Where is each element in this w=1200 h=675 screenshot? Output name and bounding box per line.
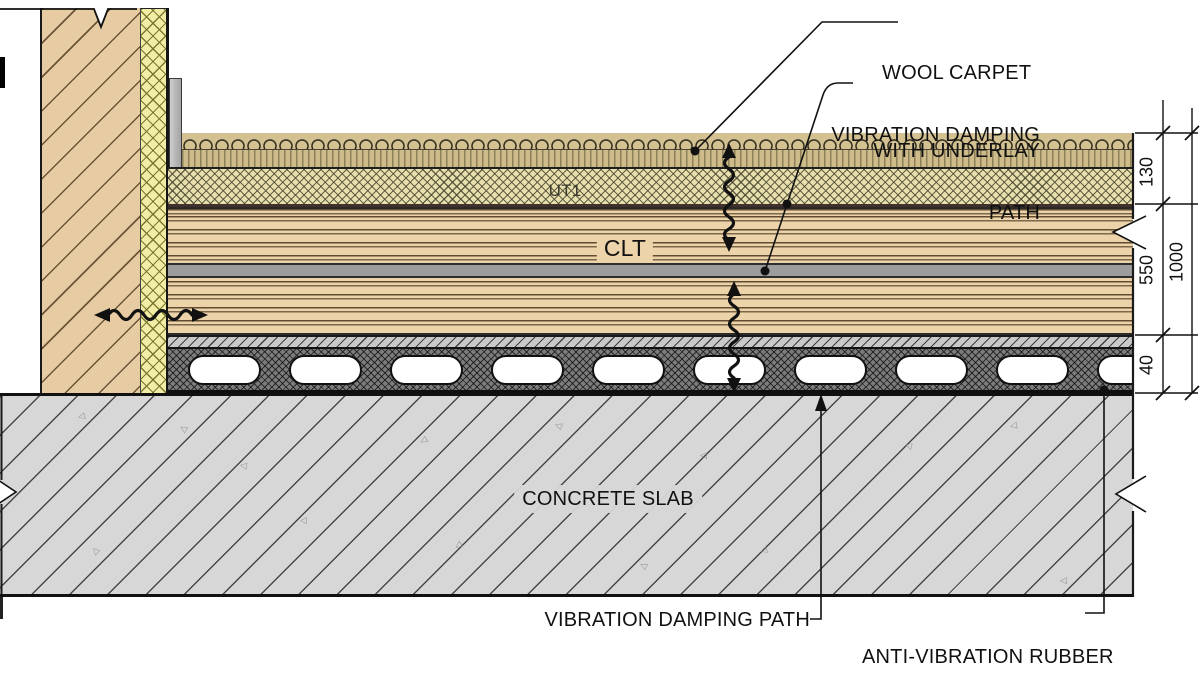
wall-insulation-layer [140,8,168,394]
clt-label: CLT [596,235,654,261]
wool-carpet-pile-layer [182,150,1133,167]
dimension-1000: 1000 [1166,241,1187,283]
air-pocket [188,354,261,385]
air-pocket [1097,354,1133,385]
aggregate-mark: ◁ [903,439,914,451]
air-pocket [390,354,463,385]
wool-carpet-label: WOOL CARPET WITH UNDERLAY [873,8,1040,216]
aggregate-mark: ◁ [638,559,649,572]
aggregate-mark: ◁ [553,419,564,431]
vibration-damping-top-line2: PATH [988,202,1040,224]
aggregate-mark: ◁ [417,434,429,447]
anti-vibration-label-line1: ANTI-VIBRATION RUBBER [862,646,1114,668]
aggregate-mark: ◁ [300,515,307,525]
left-bottom-edge-line [0,597,3,619]
vibration-damping-bottom-label: VIBRATION DAMPING PATH [544,609,810,631]
left-edge-mark [0,57,5,88]
dimension-40: 40 [1136,354,1157,376]
anti-vibration-rubber-matting [168,347,1133,393]
aggregate-mark: ◁ [76,410,86,422]
timber-wall-section [40,8,142,393]
concrete-slab-label: CONCRETE SLAB [514,485,702,513]
air-pocket [996,354,1069,385]
air-pocket [491,354,564,385]
air-pocket [693,354,766,385]
air-pocket [289,354,362,385]
skirting-board [169,78,182,168]
aggregate-mark: ◁ [700,450,707,460]
dimension-130: 130 [1136,156,1157,188]
air-pocket [895,354,968,385]
aggregate-mark: ◁ [89,544,102,557]
aggregate-mark: ◁ [239,459,248,471]
underlay-code-label: UT1 [548,181,582,200]
air-pocket [592,354,665,385]
aggregate-mark: ◁ [758,544,769,556]
wool-carpet-label-line2: WITH UNDERLAY [873,140,1040,162]
wall-finish-line [166,8,169,393]
wool-carpet-label-line1: WOOL CARPET [882,62,1032,84]
air-pocket [794,354,867,385]
aggregate-mark: ◁ [1060,575,1067,585]
anti-vibration-matting-label: ANTI-VIBRATION RUBBER MATTING WITH INTER… [862,604,1114,675]
matting-top-strip [168,335,1133,347]
aggregate-mark: ◁ [1009,419,1018,431]
vibration-damping-top-line1: VIBRATION DAMPING [831,124,1040,146]
aggregate-mark: ◁ [452,539,464,552]
aggregate-mark: ◁ [178,422,190,435]
damping-interlayer [168,263,1133,278]
vibration-damping-top-label: VIBRATION DAMPING PATH [831,70,1040,278]
dimension-550: 550 [1136,254,1157,286]
carpet-underlay-layer [168,167,1133,207]
